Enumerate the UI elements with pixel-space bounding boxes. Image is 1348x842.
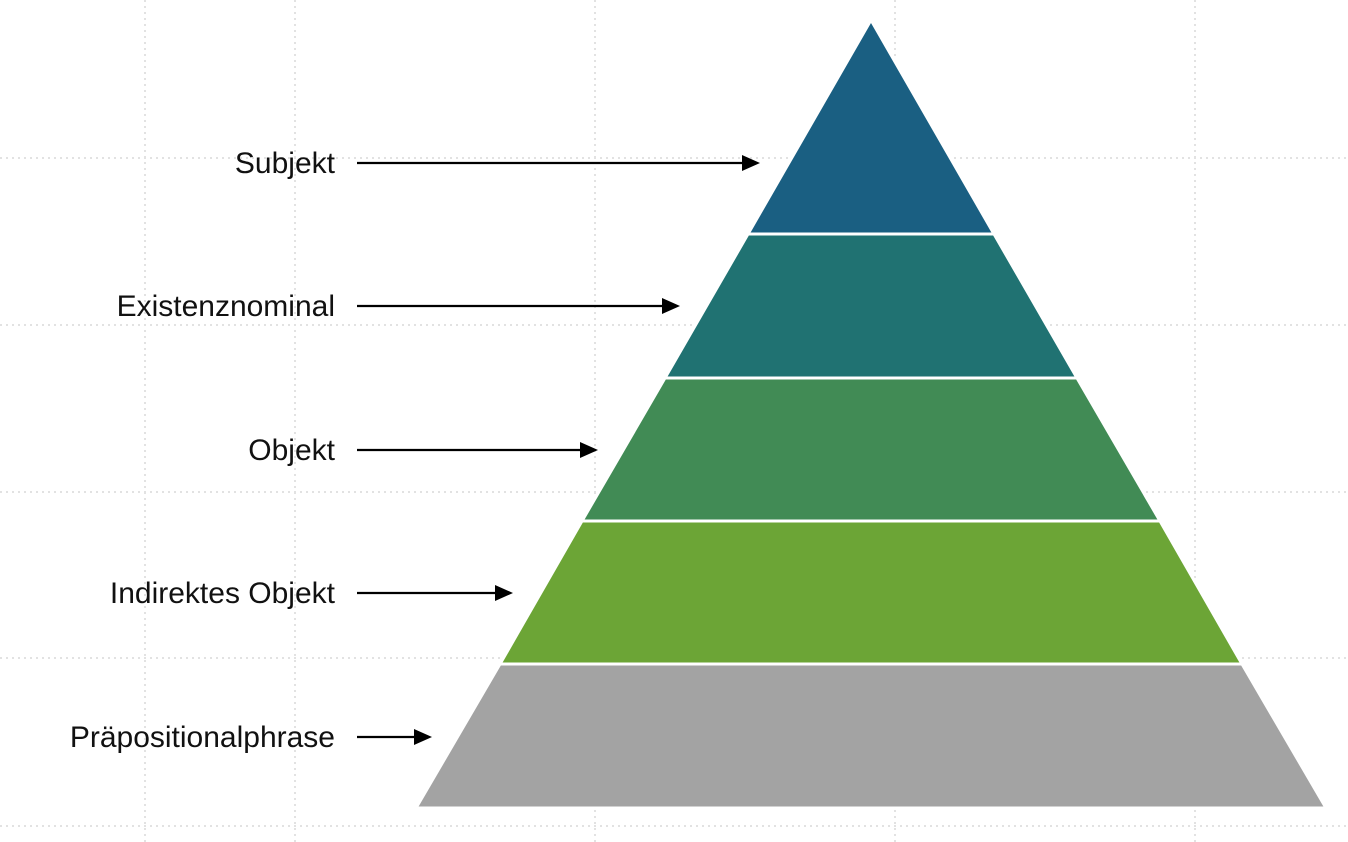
pyramid-level-indirektes-objekt xyxy=(498,519,1244,666)
pyramid-level-objekt xyxy=(580,376,1162,523)
arrow-head-indirektes-objekt-icon xyxy=(495,585,513,601)
arrow-head-existenznominal-icon xyxy=(662,298,680,314)
arrow-head-praepositionalphrase-icon xyxy=(414,729,432,745)
level-label-existenznominal-group: Existenznominal xyxy=(117,290,680,323)
pyramid-level-praepositionalphrase xyxy=(414,662,1328,810)
level-label-subjekt-group: Subjekt xyxy=(235,147,760,180)
level-label-praepositionalphrase: Präpositionalphrase xyxy=(70,721,335,754)
level-label-indirektes-objekt: Indirektes Objekt xyxy=(110,577,336,610)
level-label-objekt: Objekt xyxy=(248,434,335,467)
level-label-indirektes-objekt-group: Indirektes Objekt xyxy=(110,577,513,610)
arrow-head-subjekt-icon xyxy=(742,155,760,171)
level-label-objekt-group: Objekt xyxy=(248,434,598,467)
arrow-head-objekt-icon xyxy=(580,442,598,458)
pyramid-level-subjekt xyxy=(746,18,996,236)
level-label-existenznominal: Existenznominal xyxy=(117,290,335,323)
pyramid xyxy=(414,18,1328,810)
level-label-subjekt: Subjekt xyxy=(235,147,336,180)
pyramid-level-existenznominal xyxy=(663,232,1079,380)
level-label-praepositionalphrase-group: Präpositionalphrase xyxy=(70,721,432,754)
